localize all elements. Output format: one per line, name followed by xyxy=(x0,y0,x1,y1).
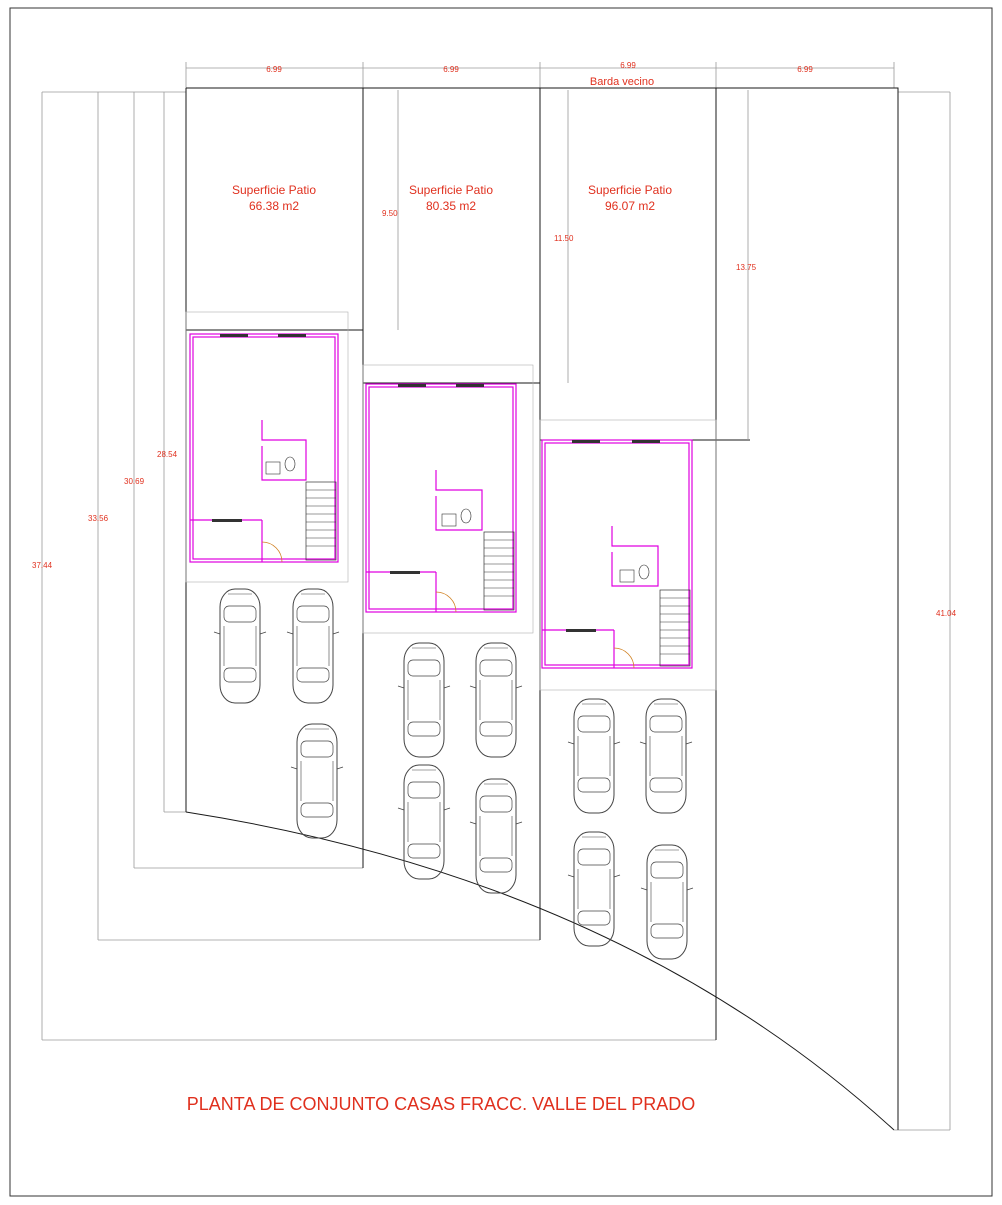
toilet-icon xyxy=(460,508,472,524)
patio-depth-1: 9.50 xyxy=(382,209,398,218)
right-dimension: 41.04 xyxy=(936,609,957,618)
patio-3-label: Superficie Patio xyxy=(588,183,672,197)
left-dimension-1: 37.44 xyxy=(32,561,53,570)
car-icon xyxy=(567,831,621,947)
parking-cars xyxy=(213,588,694,960)
patio-3-area: 96.07 m2 xyxy=(605,199,655,213)
right-dimension-line: 41.04 xyxy=(894,91,957,1131)
patio-1-label: Superficie Patio xyxy=(232,183,316,197)
patio-2-area: 80.35 m2 xyxy=(426,199,476,213)
patio-2-label: Superficie Patio xyxy=(409,183,493,197)
sink-icon xyxy=(441,513,457,527)
house-1 xyxy=(185,311,349,583)
car-icon xyxy=(397,764,451,880)
top-width-4: 6.99 xyxy=(797,65,813,74)
car-icon xyxy=(290,723,344,839)
car-icon xyxy=(397,642,451,758)
house-2 xyxy=(362,364,534,634)
patio-1-area: 66.38 m2 xyxy=(249,199,299,213)
toilet-icon xyxy=(284,456,296,472)
left-dimension-4: 28.54 xyxy=(157,450,178,459)
car-icon xyxy=(286,588,340,704)
car-icon xyxy=(640,844,694,960)
car-icon xyxy=(213,588,267,704)
neighbor-wall-label: Barda vecino xyxy=(590,76,654,88)
top-width-2: 6.99 xyxy=(443,65,459,74)
top-dimension-chain: 6.99 6.99 6.99 6.99 Barda vecino xyxy=(185,61,895,88)
left-dimension-3: 30.69 xyxy=(124,477,145,486)
left-dimension-2: 33.56 xyxy=(88,514,109,523)
left-dimension-lines: 37.44 33.56 30.69 28.54 xyxy=(32,91,716,1041)
car-icon xyxy=(567,698,621,814)
patio-depth-3: 13.75 xyxy=(736,263,757,272)
sink-icon xyxy=(619,569,635,583)
patio-labels: Superficie Patio 66.38 m2 Superficie Pat… xyxy=(232,183,672,213)
car-icon xyxy=(639,698,693,814)
sink-icon xyxy=(265,461,281,475)
sheet-border xyxy=(9,7,993,1197)
top-width-1: 6.99 xyxy=(266,65,282,74)
plan-title: PLANTA DE CONJUNTO CASAS FRACC. VALLE DE… xyxy=(187,1094,695,1114)
house-3 xyxy=(539,419,717,691)
car-icon xyxy=(469,642,523,758)
toilet-icon xyxy=(638,564,650,580)
patio-depth-dimensions: 9.50 11.50 13.75 xyxy=(382,90,757,440)
car-icon xyxy=(469,778,523,894)
top-width-3: 6.99 xyxy=(620,61,636,70)
patio-depth-2: 11.50 xyxy=(554,234,574,243)
